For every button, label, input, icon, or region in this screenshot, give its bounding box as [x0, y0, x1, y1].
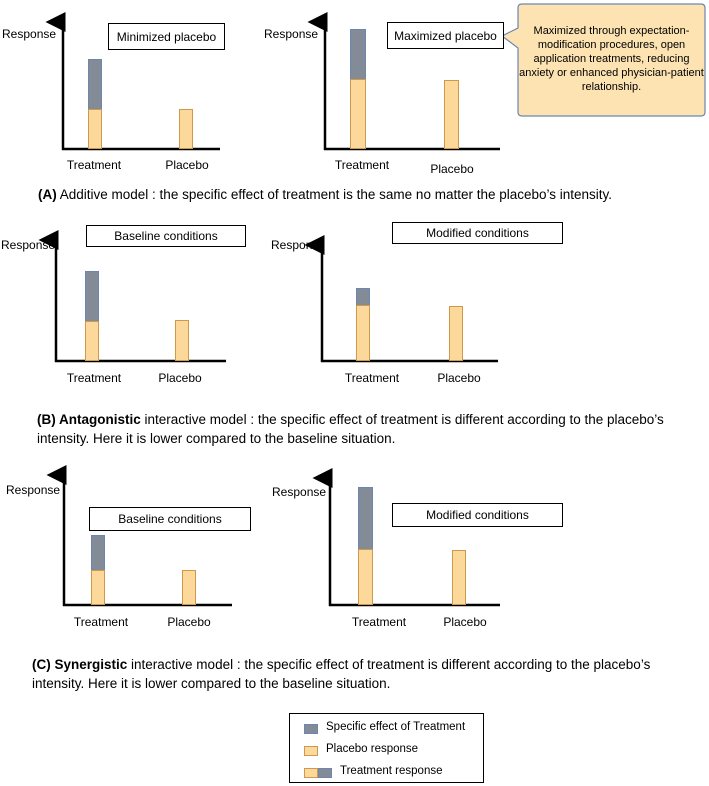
modified-conditions-box: Modified conditions [392, 222, 563, 244]
placebo-response-bar [85, 321, 99, 361]
placebo-response-bar [358, 549, 373, 605]
placebo-bar [449, 306, 463, 361]
specific-effect-bar [358, 487, 373, 550]
response-axis-label-a-left: Response [2, 27, 57, 41]
legend-treatment-response: Treatment response [340, 765, 443, 777]
placebo-bar [452, 550, 466, 605]
placebo-bar [182, 570, 196, 605]
caption-c: (C) Synergistic interactive model : the … [32, 655, 672, 693]
caption-a-text: Additive model : the specific effect of … [56, 187, 613, 202]
placebo-label: Placebo [165, 158, 209, 172]
placebo-label: Placebo [158, 371, 202, 385]
caption-a-tag: (A) [38, 187, 57, 202]
minimized-placebo-box: Minimized placebo [108, 23, 225, 50]
placebo-bar [175, 320, 189, 361]
treatment-label: Treatment [334, 158, 390, 172]
caption-c-tag: (C) [32, 657, 55, 672]
placebo-bar [179, 109, 193, 149]
response-axis-label-c-left: Response [6, 483, 61, 497]
caption-c-text: interactive model : the specific effect … [32, 657, 651, 691]
placebo-label: Placebo [167, 615, 211, 629]
treatment-label: Treatment [73, 615, 129, 629]
response-axis-label-c-right: Response [272, 485, 327, 499]
baseline-conditions-box: Baseline conditions [89, 507, 251, 531]
specific-effect-swatch [304, 724, 318, 734]
caption-a: (A) Additive model : the specific effect… [38, 185, 698, 204]
caption-b-text: interactive model : the specific effect … [37, 412, 664, 446]
legend-placebo-response: Placebo response [326, 743, 419, 755]
placebo-label: Placebo [430, 162, 474, 176]
placebo-response-bar [88, 109, 102, 149]
placebo-response-swatch [304, 746, 318, 756]
callout-text: Maximized through expectation-modificati… [519, 25, 704, 93]
treatment-label: Treatment [66, 371, 122, 385]
specific-effect-bar [88, 59, 102, 110]
legend: Specific effect of Treatment Placebo res… [289, 713, 484, 783]
placebo-label: Placebo [437, 371, 481, 385]
placebo-bar [444, 80, 459, 149]
placebo-response-bar [350, 79, 366, 149]
caption-b: (B) Antagonistic interactive model : the… [37, 410, 677, 448]
placebo-label: Placebo [443, 615, 487, 629]
caption-b-tag: (B) [37, 412, 59, 427]
caption-b-model: Antagonistic [59, 412, 141, 427]
response-axis-label-b-right: Response [271, 238, 326, 252]
modified-conditions-box: Modified conditions [392, 503, 563, 527]
placebo-response-bar [356, 305, 370, 361]
response-axis-label-b-left: Response [1, 238, 56, 252]
caption-c-model: Synergistic [54, 657, 128, 672]
treatment-label: Treatment [351, 615, 407, 629]
specific-effect-bar [91, 535, 105, 571]
response-axis-label-a-right: Response [264, 27, 319, 41]
treatment-response-swatch-placebo [304, 768, 318, 778]
treatment-label: Treatment [344, 371, 400, 385]
maximized-placebo-box: Maximized placebo [387, 22, 504, 49]
treatment-response-swatch-specific [318, 768, 332, 778]
specific-effect-bar [350, 29, 366, 80]
legend-specific-effect: Specific effect of Treatment [326, 721, 466, 733]
specific-effect-bar [85, 271, 99, 322]
baseline-conditions-box: Baseline conditions [86, 225, 246, 247]
placebo-response-bar [91, 570, 105, 605]
treatment-label: Treatment [66, 158, 122, 172]
specific-effect-bar [356, 288, 370, 306]
